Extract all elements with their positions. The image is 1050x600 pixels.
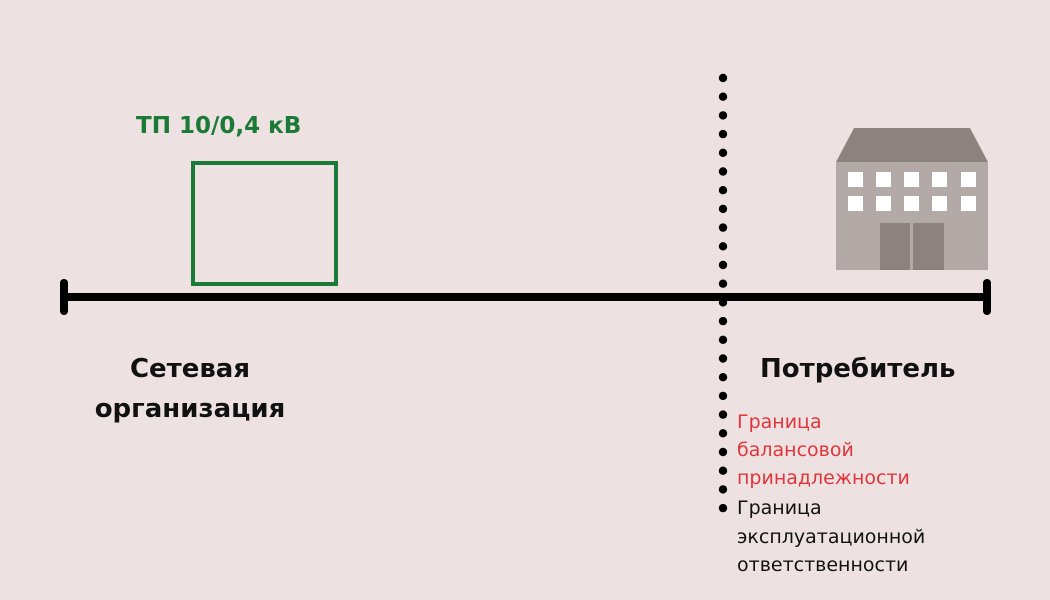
consumer-label: Потребитель [760, 354, 956, 384]
operational-boundary-label: Граница эксплуатационной ответственности [737, 497, 926, 576]
boundary-dot [718, 391, 728, 401]
boundary-dot [718, 167, 728, 176]
boundary-dot [718, 148, 728, 157]
boundary-dotted-line [718, 73, 728, 513]
balance-boundary-label: Граница балансовой принадлежности [737, 411, 910, 489]
boundary-dot [718, 429, 728, 438]
power-line-start-cap [60, 279, 68, 315]
building-door-right [913, 223, 944, 270]
boundary-dot [718, 447, 728, 457]
boundary-dot [718, 354, 728, 363]
boundary-dot [718, 410, 728, 419]
building-roof [836, 128, 988, 162]
boundary-dot [718, 204, 728, 214]
boundary-dot [718, 485, 728, 494]
boundary-dot [718, 373, 728, 382]
boundary-dot [718, 316, 728, 326]
boundary-dot [718, 503, 728, 513]
building-icon [836, 128, 988, 270]
boundary-dot [718, 335, 728, 344]
boundary-dot [718, 73, 728, 83]
network-organization-label: Сетевая организация [94, 354, 286, 424]
boundary-dot [718, 466, 728, 475]
building-windows [848, 172, 976, 211]
boundary-dot [718, 223, 728, 232]
boundary-dot [718, 279, 728, 288]
power-line-end-cap [983, 279, 991, 315]
boundary-dot [718, 92, 728, 101]
boundary-dot [718, 186, 728, 195]
boundary-dot [718, 129, 728, 139]
boundary-dot [718, 298, 728, 307]
boundary-dot [718, 242, 728, 251]
building-door-left [880, 223, 910, 270]
substation-box [191, 161, 338, 286]
substation-label: ТП 10/0,4 кВ [136, 113, 302, 139]
power-line [64, 293, 988, 301]
boundary-dot [718, 260, 728, 270]
boundary-dot [718, 111, 728, 120]
